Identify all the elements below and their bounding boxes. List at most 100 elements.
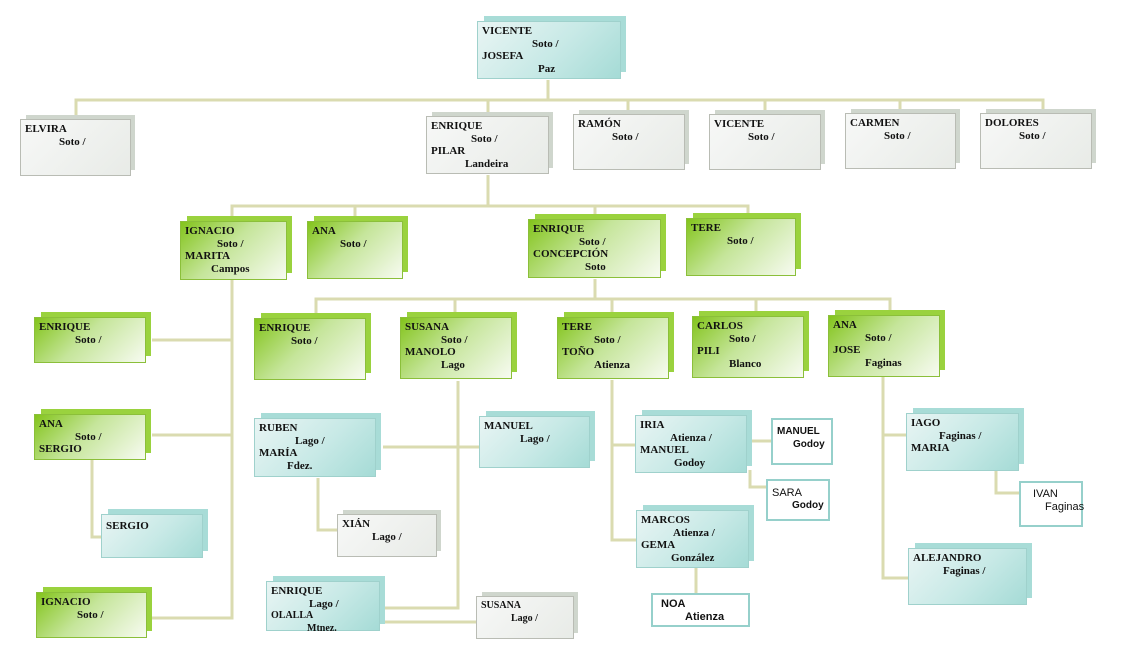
partner-name: MARÍA bbox=[259, 447, 298, 459]
person-surname: Soto / bbox=[75, 430, 102, 443]
person-surname: Soto / bbox=[340, 237, 367, 250]
person-box-ana[interactable]: ANA Soto / bbox=[307, 221, 403, 279]
person-name: RUBEN bbox=[259, 422, 298, 434]
partner-surname: González bbox=[671, 551, 715, 564]
partner-surname: Soto bbox=[585, 260, 606, 273]
person-box-dolores[interactable]: DOLORES Soto / bbox=[980, 113, 1092, 169]
person-name: IGNACIO bbox=[41, 596, 91, 608]
partner-name: GEMA bbox=[641, 539, 676, 551]
person-box-xian[interactable]: XIÁN Lago / bbox=[337, 514, 437, 557]
partner-surname: Faginas bbox=[865, 356, 902, 369]
person-name: TERE bbox=[691, 222, 721, 234]
person-surname: Soto / bbox=[579, 235, 606, 248]
person-box-iria-manuel[interactable]: IRIA Atienza / MANUEL Godoy bbox=[635, 415, 747, 473]
person-name: ALEJANDRO bbox=[913, 552, 982, 564]
person-box-ignacio-marita[interactable]: IGNACIO Soto / MARITA Campos bbox=[180, 221, 287, 280]
person-box-susana-manolo[interactable]: SUSANA Soto / MANOLO Lago bbox=[400, 317, 512, 379]
person-surname: Faginas / bbox=[939, 429, 982, 442]
person-box-elvira[interactable]: ELVIRA Soto / bbox=[20, 119, 131, 176]
person-name: IGNACIO bbox=[185, 225, 235, 237]
person-box-enrique-concepcion[interactable]: ENRIQUE Soto / CONCEPCIÓN Soto bbox=[528, 219, 661, 278]
partner-name: OLALLA bbox=[271, 610, 314, 621]
person-box-ramon[interactable]: RAMÓN Soto / bbox=[573, 114, 685, 170]
person-surname: Soto / bbox=[59, 135, 86, 148]
connector bbox=[74, 98, 1045, 120]
partner-surname: Godoy bbox=[674, 456, 706, 469]
person-box-ignacio-soto[interactable]: IGNACIO Soto / bbox=[36, 592, 147, 638]
person-box-tere-tono[interactable]: TERE Soto / TOÑO Atienza bbox=[557, 317, 669, 379]
connector bbox=[994, 470, 1019, 495]
person-name: IAGO bbox=[911, 417, 941, 429]
connector bbox=[881, 377, 909, 580]
person-box-ana-sergio[interactable]: ANA Soto / SERGIO bbox=[34, 414, 146, 460]
person-surname: Soto / bbox=[77, 608, 104, 621]
connector bbox=[316, 478, 340, 532]
partner-name: MARIA bbox=[911, 442, 950, 454]
connector bbox=[610, 380, 638, 542]
connector bbox=[314, 297, 892, 316]
person-name: ENRIQUE bbox=[431, 120, 483, 132]
partner-surname: Lago bbox=[441, 358, 465, 371]
person-surname: Soto / bbox=[1019, 129, 1046, 142]
partner-surname: Paz bbox=[538, 62, 556, 75]
person-surname: Soto / bbox=[217, 237, 244, 250]
person-name: ANA bbox=[39, 418, 63, 430]
person-name: ENRIQUE bbox=[271, 585, 323, 597]
person-box-vicente[interactable]: VICENTE Soto / bbox=[709, 114, 821, 170]
person-name: ELVIRA bbox=[25, 123, 67, 135]
person-box-ivan-faginas[interactable]: IVAN Faginas bbox=[1019, 481, 1085, 527]
person-name: ENRIQUE bbox=[39, 321, 91, 333]
person-name: VICENTE bbox=[482, 25, 533, 37]
partner-name: MANOLO bbox=[405, 346, 456, 358]
person-box-enrique-pilar[interactable]: ENRIQUE Soto / PILAR Landeira bbox=[426, 116, 549, 174]
person-box-sara-godoy[interactable]: SARA Godoy bbox=[766, 479, 830, 521]
person-box-enrique-olalla[interactable]: ENRIQUE Lago / OLALLA Mtnez. bbox=[266, 581, 380, 634]
person-box-tere[interactable]: TERE Soto / bbox=[686, 218, 796, 276]
connector bbox=[152, 280, 234, 620]
person-box-marcos-gema[interactable]: MARCOS Atienza / GEMA González bbox=[636, 510, 749, 568]
person-surname: Godoy bbox=[792, 499, 824, 511]
person-surname: Atienza bbox=[685, 610, 725, 623]
person-box-noa-atienza[interactable]: NOA Atienza bbox=[651, 593, 750, 627]
person-name: IRIA bbox=[640, 419, 665, 431]
partner-name: JOSE bbox=[833, 344, 861, 356]
person-box-enrique-soto-2[interactable]: ENRIQUE Soto / bbox=[254, 318, 366, 380]
person-surname: Soto / bbox=[884, 129, 911, 142]
person-surname: Soto / bbox=[594, 333, 621, 346]
person-box-susana-lago[interactable]: SUSANA Lago / bbox=[476, 596, 574, 639]
person-box-sergio[interactable]: SERGIO bbox=[101, 514, 203, 558]
person-box-ruben-maria[interactable]: RUBEN Lago / MARÍA Fdez. bbox=[254, 418, 376, 477]
person-surname: Faginas / bbox=[943, 564, 986, 577]
person-name: IVAN bbox=[1033, 488, 1058, 500]
person-box-vicente-josefa[interactable]: VICENTE Soto / JOSEFA Paz bbox=[477, 21, 621, 79]
person-surname: Lago / bbox=[372, 530, 402, 543]
person-box-iago-maria[interactable]: IAGO Faginas / MARIA bbox=[906, 413, 1019, 471]
person-box-manuel-lago[interactable]: MANUEL Lago / bbox=[479, 416, 590, 468]
person-surname: Soto / bbox=[748, 130, 775, 143]
person-name: ENRIQUE bbox=[259, 322, 311, 334]
partner-name: TOÑO bbox=[562, 346, 595, 358]
person-box-alejandro[interactable]: ALEJANDRO Faginas / bbox=[908, 548, 1027, 605]
connector bbox=[748, 470, 768, 489]
person-surname: Atienza / bbox=[670, 431, 712, 444]
person-surname: Faginas bbox=[1045, 500, 1085, 513]
person-surname: Lago / bbox=[295, 434, 325, 447]
person-box-manuel-godoy[interactable]: MANUEL Godoy bbox=[771, 418, 833, 465]
person-box-enrique-soto[interactable]: ENRIQUE Soto / bbox=[34, 317, 146, 363]
partner-surname: Landeira bbox=[465, 157, 509, 170]
person-box-carmen[interactable]: CARMEN Soto / bbox=[845, 113, 956, 169]
person-box-ana-jose[interactable]: ANA Soto / JOSE Faginas bbox=[828, 315, 940, 377]
person-box-carlos-pili[interactable]: CARLOS Soto / PILI Blanco bbox=[692, 316, 804, 378]
person-name: TERE bbox=[562, 321, 592, 333]
person-surname: Soto / bbox=[471, 132, 498, 145]
person-surname: Soto / bbox=[441, 333, 468, 346]
person-name: MARCOS bbox=[641, 514, 690, 526]
person-name: MANUEL bbox=[484, 420, 533, 432]
person-name: MANUEL bbox=[777, 426, 820, 437]
partner-name: PILAR bbox=[431, 145, 466, 157]
person-surname: Soto / bbox=[727, 234, 754, 247]
person-surname: Soto / bbox=[865, 331, 892, 344]
person-name: VICENTE bbox=[714, 118, 765, 130]
person-name: SUSANA bbox=[405, 321, 450, 333]
